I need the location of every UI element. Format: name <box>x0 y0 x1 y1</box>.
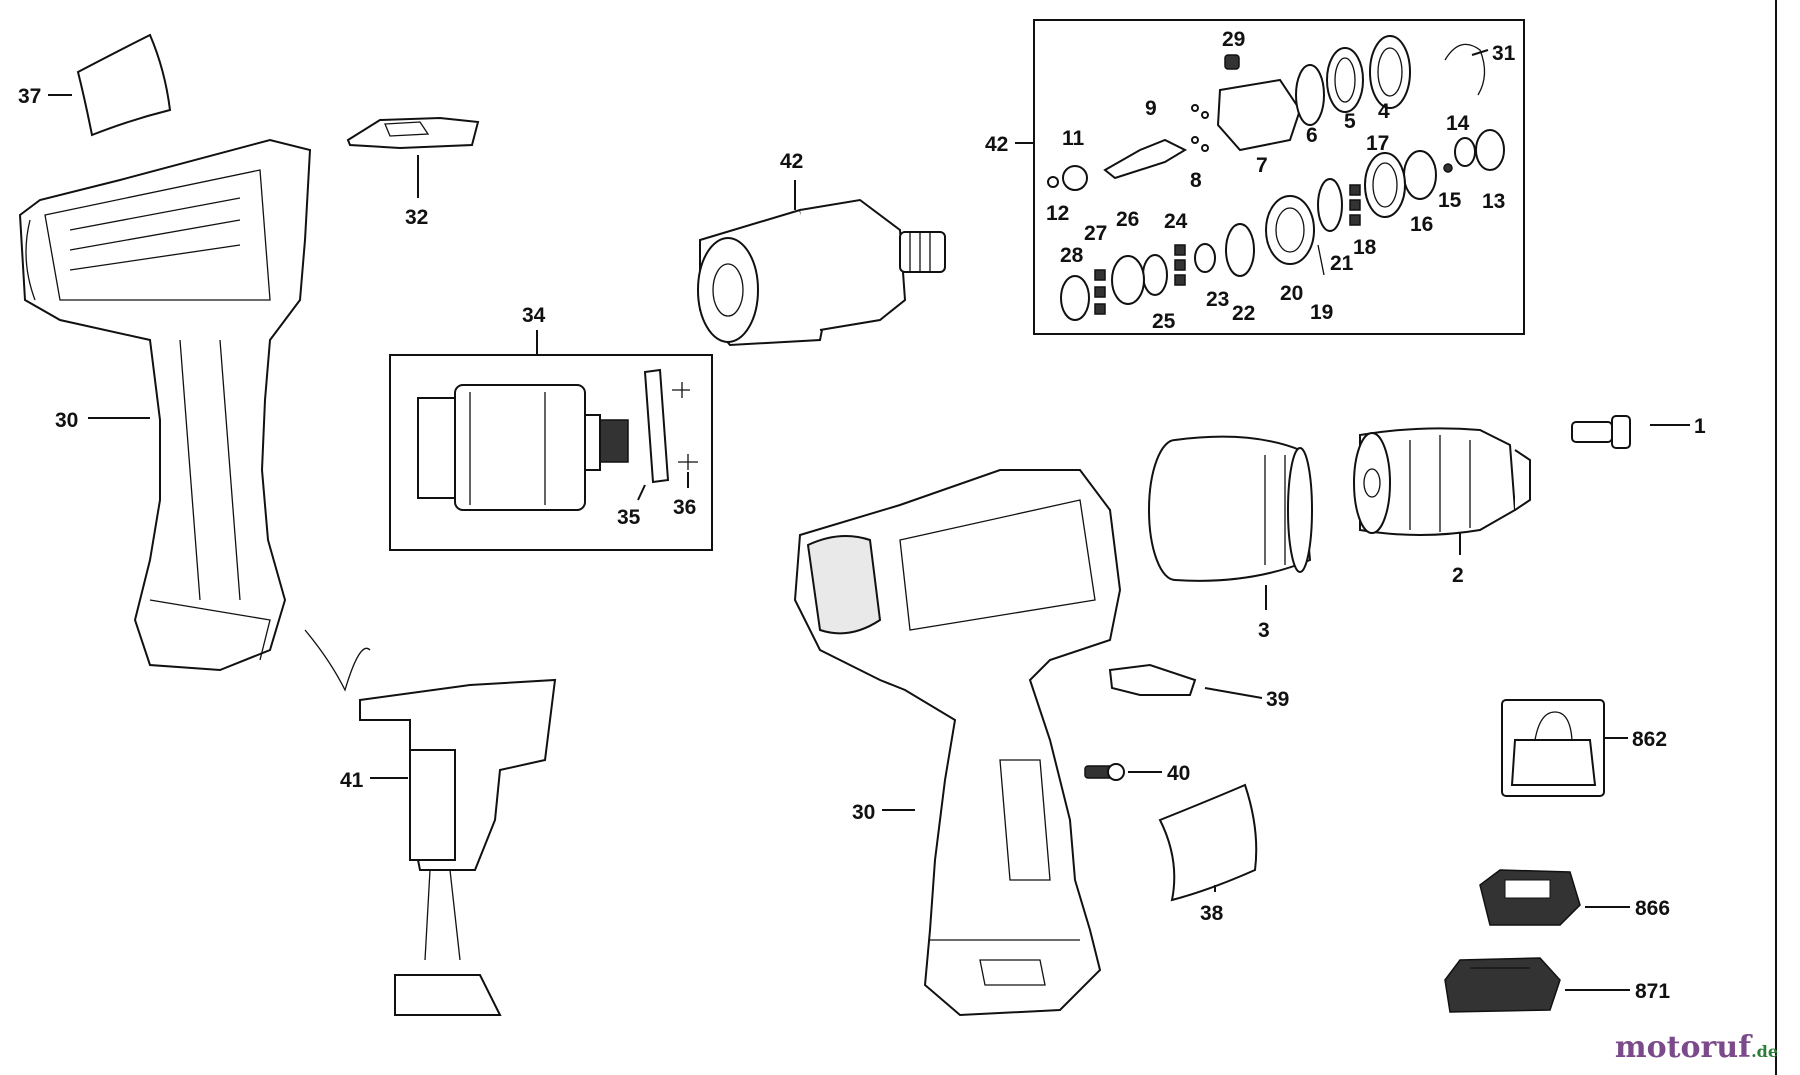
part-42-gearbox <box>697 198 946 347</box>
label-26: 26 <box>1116 208 1139 231</box>
label-28: 28 <box>1060 244 1084 267</box>
label-37: 37 <box>18 85 41 108</box>
label-41: 41 <box>340 769 364 792</box>
label-5: 5 <box>1344 110 1356 133</box>
part-36-screws <box>672 382 698 470</box>
label-29: 29 <box>1222 28 1245 51</box>
part-3-clutch-collar <box>1148 435 1313 582</box>
label-35: 35 <box>617 506 641 529</box>
label-25: 25 <box>1152 310 1176 333</box>
part-1-chuck-screw <box>1571 415 1631 449</box>
part-21-plate <box>1317 178 1343 232</box>
part-28-washer <box>1060 275 1090 321</box>
label-17: 17 <box>1366 132 1389 155</box>
part-15-screw <box>1443 163 1453 173</box>
label-21: 21 <box>1330 252 1354 275</box>
part-32-cover-plate <box>346 116 480 150</box>
label-1: 1 <box>1694 415 1706 438</box>
label-7: 7 <box>1256 154 1268 177</box>
part-27-planet-gears <box>1094 269 1106 315</box>
label-9: 9 <box>1145 97 1157 120</box>
part-20-ring-gear <box>1265 195 1315 265</box>
label-23: 23 <box>1206 288 1229 311</box>
label-862: 862 <box>1632 728 1667 751</box>
part-19-pin <box>1317 244 1325 276</box>
part-41-switch <box>304 629 557 1016</box>
part-866-battery <box>1479 869 1581 926</box>
part-862-bag <box>1510 711 1597 786</box>
label-4: 4 <box>1378 100 1390 123</box>
label-27: 27 <box>1084 222 1107 245</box>
leader-39 <box>1204 687 1263 699</box>
label-18: 18 <box>1353 236 1377 259</box>
part-7-housing <box>1216 78 1302 152</box>
label-42b: 42 <box>985 133 1008 156</box>
part-31-clip <box>1444 43 1486 96</box>
part-12-ring <box>1047 176 1059 188</box>
label-34: 34 <box>522 304 546 327</box>
label-30a: 30 <box>55 409 78 432</box>
part-11-washer <box>1062 165 1088 191</box>
label-871: 871 <box>1635 980 1670 1003</box>
box-862-bag <box>1501 699 1605 797</box>
part-24-planet-gears <box>1174 244 1186 286</box>
label-31: 31 <box>1492 42 1516 65</box>
label-6: 6 <box>1306 124 1318 147</box>
label-866: 866 <box>1635 897 1670 920</box>
label-3: 3 <box>1258 619 1270 642</box>
label-42a: 42 <box>780 150 803 173</box>
part-5-spring <box>1326 47 1364 113</box>
part-14-bearing <box>1454 137 1476 167</box>
part-39-forward-reverse-slider <box>1108 663 1197 696</box>
label-14: 14 <box>1446 112 1470 135</box>
part-13-nut <box>1475 129 1505 171</box>
label-19: 19 <box>1310 301 1333 324</box>
label-2: 2 <box>1452 564 1464 587</box>
label-8: 8 <box>1190 169 1202 192</box>
label-30b: 30 <box>852 801 875 824</box>
label-12: 12 <box>1046 202 1069 225</box>
label-16: 16 <box>1410 213 1433 236</box>
label-11: 11 <box>1062 127 1085 150</box>
label-32: 32 <box>405 206 428 229</box>
label-22: 22 <box>1232 302 1255 325</box>
label-40: 40 <box>1167 762 1190 785</box>
part-37-label-sheet <box>76 33 172 137</box>
part-35-brush-plate <box>643 368 670 484</box>
label-38: 38 <box>1200 902 1224 925</box>
part-8-balls <box>1191 104 1209 152</box>
part-30-housing-right <box>793 469 1122 1017</box>
part-22-gear <box>1225 223 1255 277</box>
label-13: 13 <box>1482 190 1505 213</box>
label-36: 36 <box>673 496 696 519</box>
label-15: 15 <box>1438 189 1462 212</box>
leader-35 <box>637 484 646 501</box>
part-29-pin <box>1224 54 1240 70</box>
leader-31 <box>1471 49 1489 56</box>
part-17-ring-gear <box>1364 152 1406 218</box>
watermark-brand: motoruf <box>1614 1030 1752 1065</box>
part-6-washer <box>1295 64 1325 126</box>
part-30-housing-left <box>18 138 312 672</box>
part-16-carrier <box>1403 150 1437 200</box>
box-34-motor <box>389 354 713 551</box>
label-20: 20 <box>1280 282 1303 305</box>
part-871-charger <box>1444 957 1561 1013</box>
part-9-spindle <box>1103 138 1188 180</box>
label-24: 24 <box>1164 210 1188 233</box>
part-40-screw <box>1084 763 1125 781</box>
part-26-ring <box>1111 255 1145 305</box>
part-34-motor <box>417 384 629 511</box>
part-25-carrier <box>1142 254 1168 296</box>
part-4-collar <box>1369 35 1411 109</box>
label-39: 39 <box>1266 688 1289 711</box>
box-42-gearbox-exploded <box>1033 19 1525 335</box>
part-18-planet-gears <box>1349 184 1361 226</box>
watermark-logo: motoruf.de <box>1615 1030 1778 1065</box>
part-23-sun-gear <box>1194 243 1216 273</box>
part-38-label-sheet <box>1158 783 1258 902</box>
part-2-chuck <box>1353 427 1531 536</box>
watermark-tld: .de <box>1751 1042 1778 1061</box>
